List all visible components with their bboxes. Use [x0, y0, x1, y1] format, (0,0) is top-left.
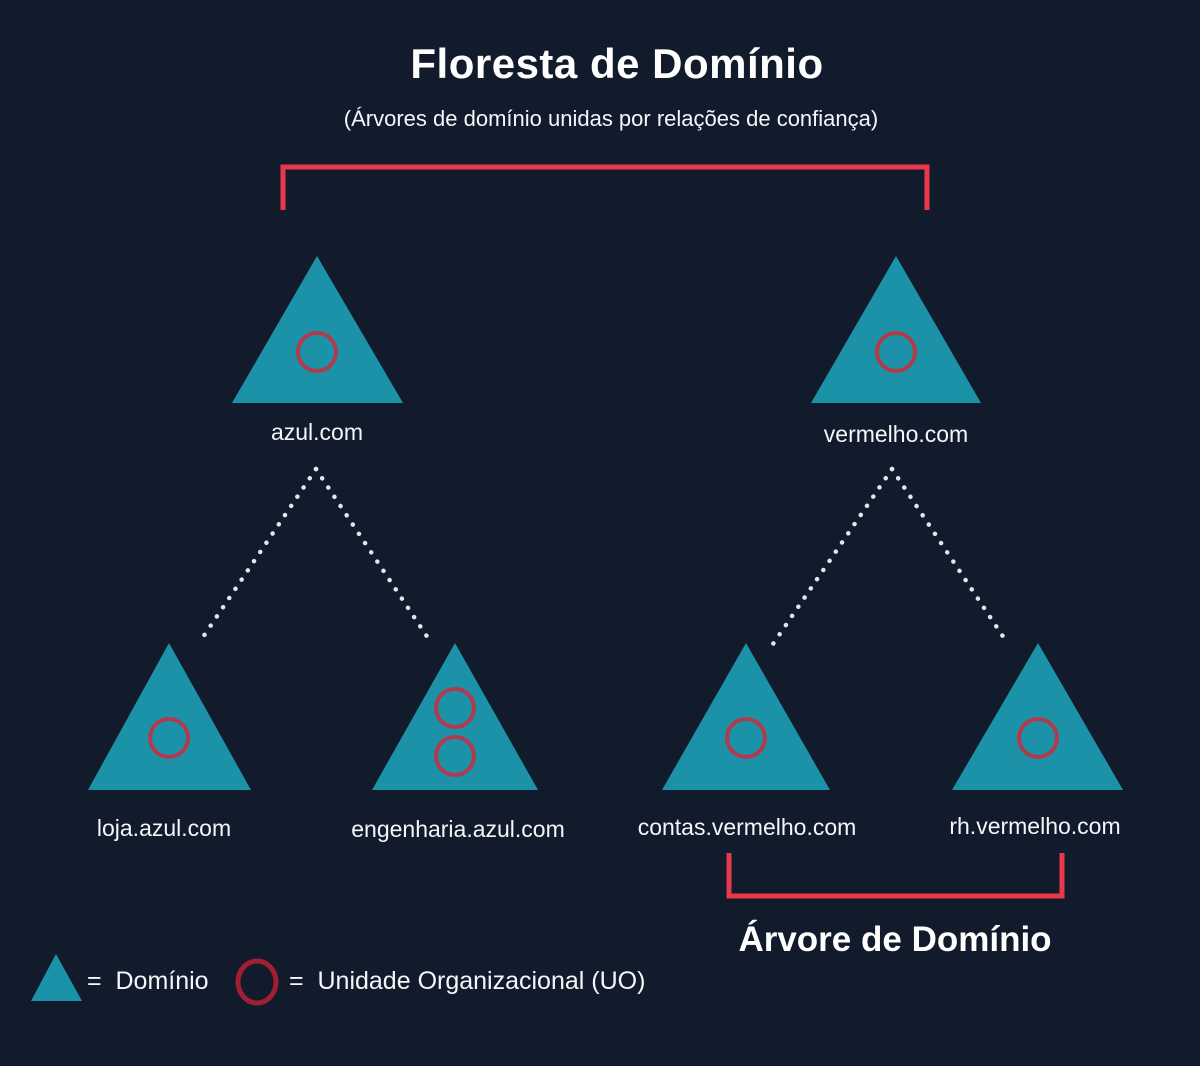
domain-label-azul: azul.com	[270, 419, 364, 445]
page-title: Floresta de Domínio	[410, 40, 824, 87]
domain-node-engenharia	[372, 643, 538, 790]
page-subtitle: (Árvores de domínio unidas por relações …	[343, 106, 879, 131]
domain-triangle-loja	[88, 643, 251, 790]
legend-domain-label: = Domínio	[87, 967, 209, 995]
domain-triangle-azul	[232, 256, 403, 403]
domain-label-loja: loja.azul.com	[96, 815, 232, 841]
ou-circle	[434, 687, 476, 729]
domain-triangle-rh	[952, 643, 1123, 790]
domain-tree-bracket	[726, 853, 1065, 899]
domain-node-loja	[88, 643, 251, 790]
domain-label-contas: contas.vermelho.com	[637, 814, 857, 840]
domain-label-engenharia: engenharia.azul.com	[351, 816, 565, 842]
ou-circle	[434, 735, 476, 777]
domain-tree-label: Árvore de Domínio	[738, 920, 1052, 959]
domain-triangle-engenharia	[372, 643, 538, 790]
ou-circle	[725, 717, 767, 759]
domain-triangle-vermelho	[811, 256, 981, 403]
tree-connector-vermelho-contas	[770, 466, 895, 647]
domain-node-azul	[232, 256, 403, 403]
ou-circle	[296, 331, 338, 373]
domain-triangle-icon	[31, 954, 82, 1001]
ou-circle	[875, 331, 917, 373]
forest-trust-bracket	[280, 164, 930, 210]
domain-label-rh: rh.vermelho.com	[949, 813, 1121, 839]
domain-triangle-contas	[662, 643, 830, 790]
tree-connector-azul-loja	[196, 466, 319, 646]
legend-ou-label: = Unidade Organizacional (UO)	[289, 967, 646, 995]
domain-node-rh	[952, 643, 1123, 790]
domain-node-contas	[662, 643, 830, 790]
domain-label-vermelho: vermelho.com	[823, 421, 969, 447]
tree-connector-azul-engenharia	[313, 466, 431, 641]
ou-circle-icon	[235, 958, 279, 1006]
domain-node-vermelho	[811, 256, 981, 403]
tree-connector-vermelho-rh	[889, 466, 1007, 641]
ou-circle	[1017, 717, 1059, 759]
ou-circle	[148, 717, 190, 759]
